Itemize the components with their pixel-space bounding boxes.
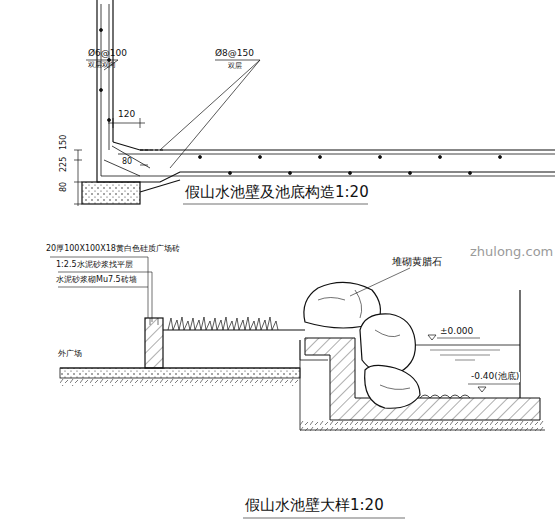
rock-label: 堆砌黄腊石 bbox=[392, 256, 442, 267]
dimension: 150 bbox=[60, 135, 69, 150]
layer-note: 水泥砂浆砌Mu7.5砖墙 bbox=[56, 276, 137, 285]
dimension: 80 bbox=[60, 182, 69, 192]
dimension: 120 bbox=[118, 110, 135, 120]
dimension: 225 bbox=[60, 157, 69, 172]
elevation-mark: ±0.000 bbox=[440, 327, 473, 337]
rebar-spec: Ø8@150 bbox=[215, 49, 254, 59]
layer-note: 20厚100X100X18黄白色硅质广场砖 bbox=[46, 245, 180, 254]
rebar-spec: Ø6@100 bbox=[88, 49, 127, 59]
section-title: 假山水池壁大样1:20 bbox=[245, 497, 384, 514]
rebar-note: 双层 bbox=[228, 63, 242, 71]
rebar-note: 双层双向 bbox=[88, 62, 116, 70]
area-label: 外广场 bbox=[58, 350, 82, 359]
dimension: 80 bbox=[122, 158, 132, 167]
elevation-mark: -0.40(池底) bbox=[470, 372, 520, 382]
layer-note: 1:2.5水泥砂浆找平层 bbox=[56, 261, 133, 270]
section-title: 假山水池壁及池底构造1:20 bbox=[185, 184, 369, 201]
watermark: zhulong.com bbox=[470, 245, 553, 259]
